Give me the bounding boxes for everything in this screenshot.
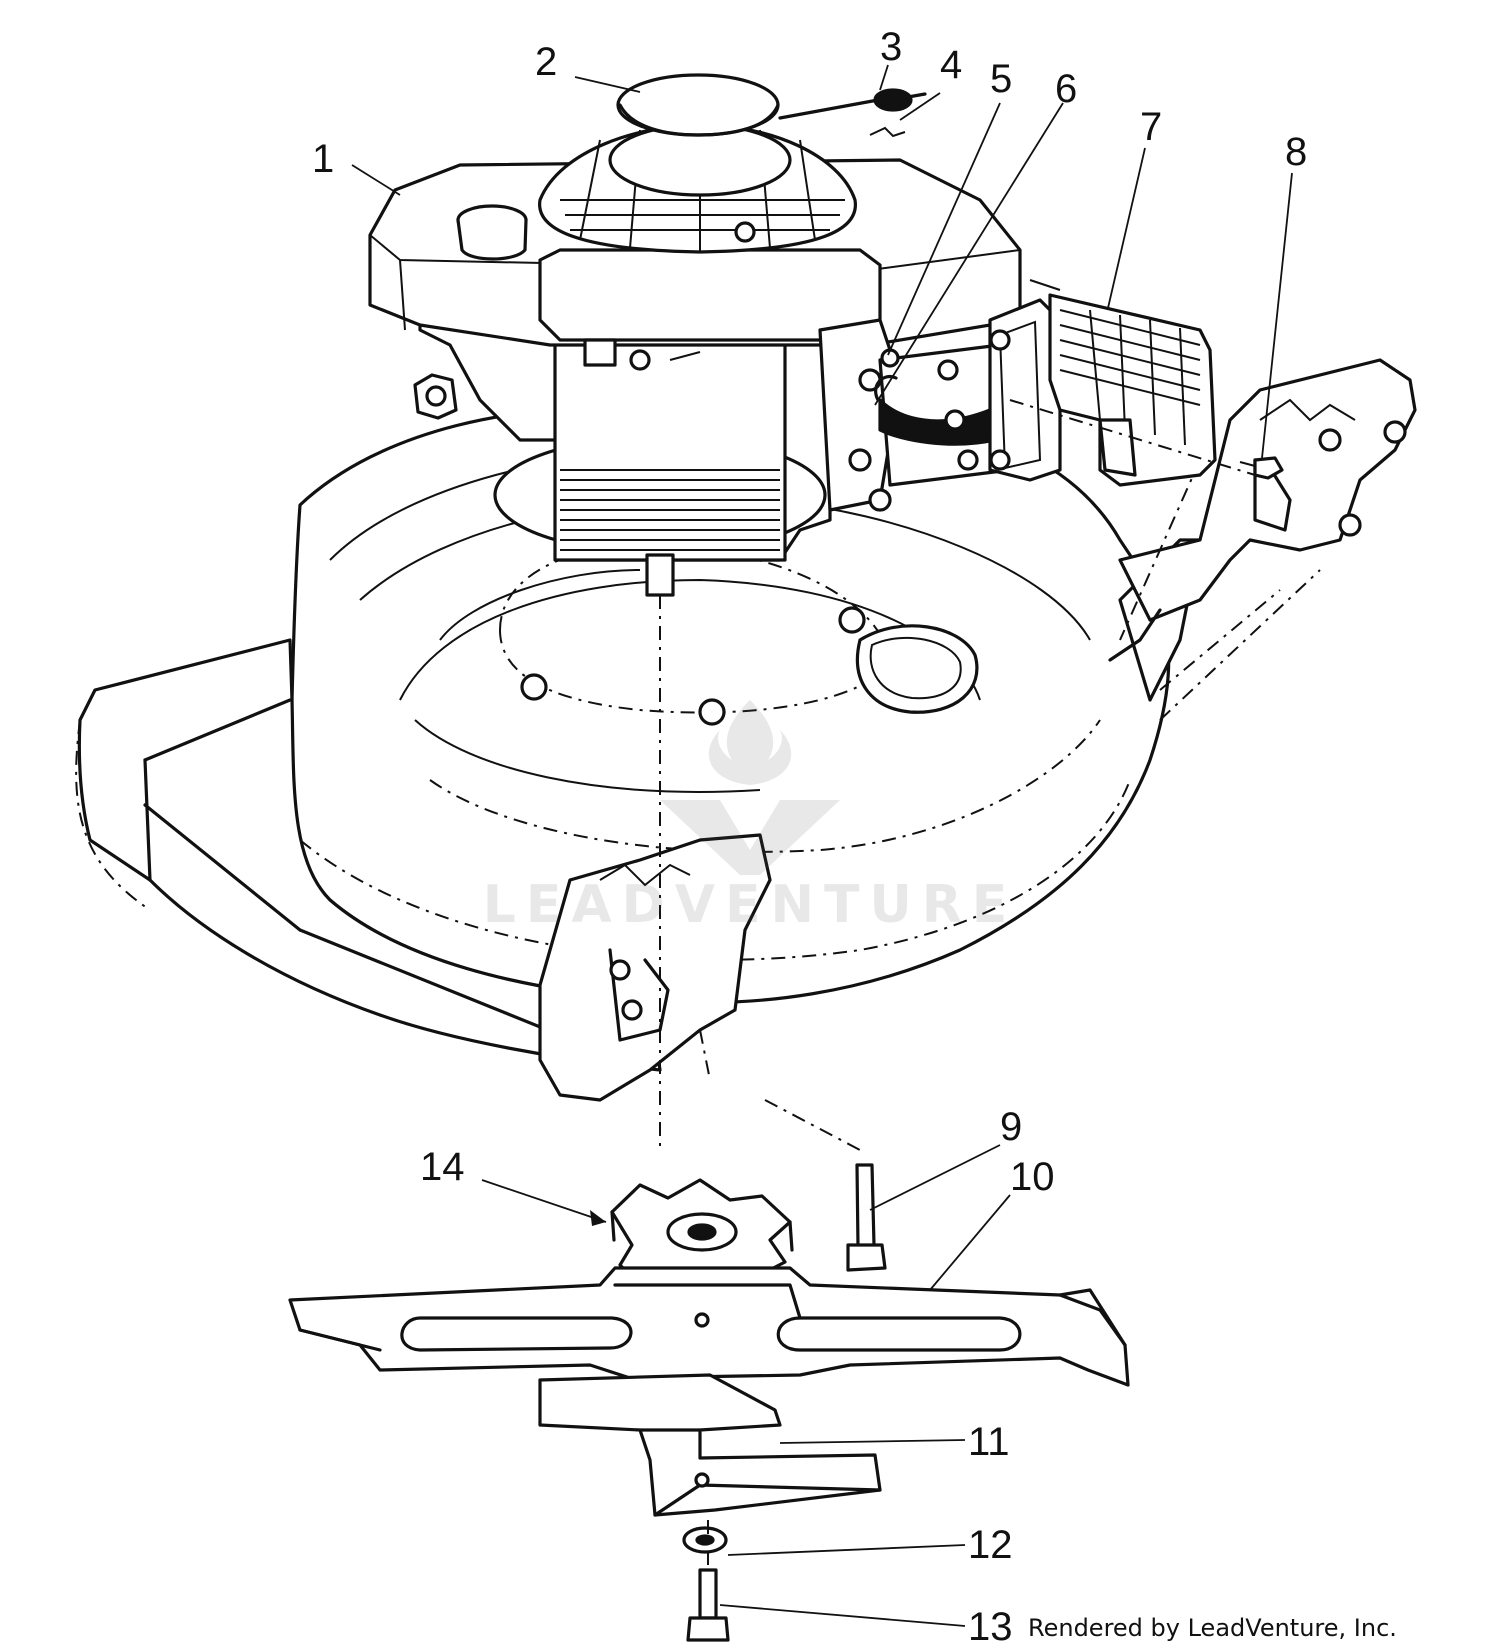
rear-handle-bracket: [1108, 358, 1417, 662]
blade-stiffener: [538, 1373, 882, 1517]
callout-4: 4: [940, 43, 962, 87]
render-credit: Rendered by LeadVenture, Inc.: [1028, 1614, 1397, 1642]
leadventure-logo-icon: [660, 700, 840, 875]
mower-blade: [288, 1266, 1130, 1387]
carriage-bolt: [764, 1099, 887, 1272]
engine: [368, 73, 1062, 1150]
blade-adapter: [610, 1178, 794, 1287]
callout-9: 9: [1000, 1105, 1022, 1149]
callout-2: 2: [535, 40, 557, 84]
front-handle-bracket: [538, 833, 772, 1102]
callout-14: 14: [420, 1145, 465, 1189]
callout-5: 5: [990, 57, 1012, 101]
callout-3: 3: [880, 25, 902, 69]
callout-6: 6: [1055, 67, 1077, 111]
muffler-guard: [1009, 293, 1256, 487]
mower-deck: [75, 406, 1321, 1072]
callout-labels: 1 2 3 4 5 6 7 8 9 10 11 12 13 14: [312, 25, 1307, 1649]
washer-and-bolt: [682, 1520, 730, 1642]
callout-12: 12: [968, 1523, 1013, 1567]
callout-8: 8: [1285, 130, 1307, 174]
callout-11: 11: [968, 1420, 1010, 1464]
callout-leaders: [351, 64, 1293, 1627]
watermark: LEADVENTURE: [470, 690, 1030, 970]
callout-13: 13: [968, 1605, 1013, 1649]
watermark-text: LEADVENTURE: [482, 875, 1018, 935]
callout-1: 1: [312, 137, 334, 181]
callout-7: 7: [1140, 105, 1162, 149]
callout-10: 10: [1010, 1155, 1055, 1199]
